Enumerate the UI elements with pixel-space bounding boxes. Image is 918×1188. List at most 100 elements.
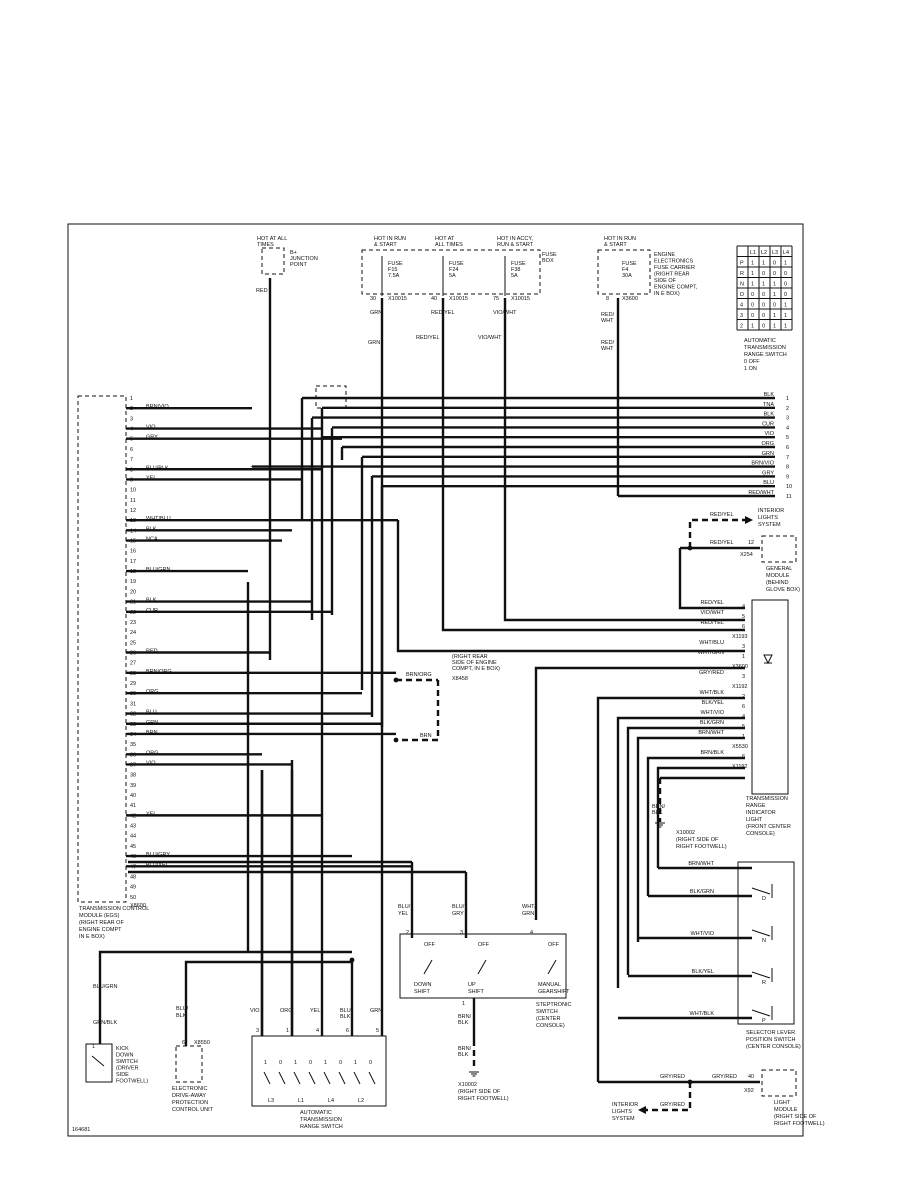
indicator-pin: 5 <box>742 614 745 620</box>
fuse-box-label: FUSE <box>542 252 557 258</box>
selector-wire-label: BLK/GRN <box>690 889 714 895</box>
steptronic-wire-label: GRY <box>452 911 464 917</box>
general-module-connector: X254 <box>740 552 753 558</box>
tcm-wire-label: YEL <box>146 811 156 817</box>
splice-dot <box>349 957 355 963</box>
tcm-pin-number: 12 <box>130 508 136 514</box>
fuse-carrier-label: ELECTRONICS <box>654 259 693 265</box>
tcm-pin-number: 49 <box>130 885 136 891</box>
kickdown-box <box>85 1043 113 1083</box>
atrs-contact <box>293 1071 301 1085</box>
indicator-connector: X5530 <box>732 744 748 750</box>
truth-table-caption: 0 OFF <box>744 359 760 365</box>
tcm-pin-number: 14 <box>130 528 136 534</box>
fuse-wire-label: VIO/WHT <box>478 335 502 341</box>
fuse-carrier-label: ENGINE COMPT, <box>654 285 698 291</box>
tcm-pin-number: 35 <box>130 742 136 748</box>
indicator-connector: X1192 <box>732 684 748 690</box>
atrs-state: 1 <box>294 1060 297 1066</box>
kickdown-wire-label: GRN/BLK <box>93 1020 117 1026</box>
general-module-label: MODULE <box>766 573 790 579</box>
right-connector-wire-label: GRY <box>762 470 774 476</box>
right-connector-wire-label: RED/WHT <box>748 490 774 496</box>
atrs-contact-label: L4 <box>328 1098 334 1104</box>
wht-blu-wire <box>396 520 745 653</box>
light-module-wire-label: GRY/RED <box>712 1074 737 1080</box>
tcm-label: ENGINE COMPT <box>79 927 122 933</box>
fuse-connector: X10015 <box>388 296 407 302</box>
atrs-contact <box>263 1071 271 1085</box>
fuse-box-label: BOX <box>542 258 554 264</box>
edp-label: DRIVE-AWAY <box>172 1093 206 1099</box>
light-module-label: LIGHT <box>774 1100 791 1106</box>
fuse-wire-label: RED/ <box>601 312 615 318</box>
steptronic-ground-wire-label: BRN/ <box>458 1046 472 1052</box>
tcm-pin-number: 7 <box>130 457 133 463</box>
steptronic-pin: 4 <box>530 930 533 936</box>
tcm-wire-label: VIO <box>146 760 156 766</box>
truth-table-cell: 3 <box>740 313 743 319</box>
indicator-pin: 5 <box>742 724 745 730</box>
selector-position: R <box>762 980 766 986</box>
interior-lights-label: SYSTEM <box>612 1116 635 1122</box>
atrs-state: 0 <box>369 1060 372 1066</box>
light-module-label: MODULE <box>774 1107 798 1113</box>
right-connector-wire-label: BLK <box>764 412 775 418</box>
truth-table-caption: RANGE SWITCH <box>744 352 787 358</box>
ground-symbol <box>469 1071 479 1077</box>
steptronic-function: UP <box>468 982 476 988</box>
atrs-state: 0 <box>279 1060 282 1066</box>
tcm-pin-number: 42 <box>130 813 136 819</box>
fuse-label: FUSE <box>622 261 637 267</box>
tcm-pin-number: 44 <box>130 834 136 840</box>
kickdown-contact <box>91 1055 105 1067</box>
indicator-label: RANGE <box>746 803 766 809</box>
tcm-pin-number: 38 <box>130 773 136 779</box>
fuse-carrier-label: ENGINE <box>654 252 675 258</box>
steptronic-bottom-pin: 1 <box>462 1001 465 1007</box>
atrs-contact-label: L3 <box>268 1098 274 1104</box>
tcm-wire-label: BRN/VIO <box>146 404 169 410</box>
selector-contact <box>751 926 773 940</box>
truth-table-caption: AUTOMATIC <box>744 338 776 344</box>
tcm-pin-number: 23 <box>130 620 136 626</box>
ground-wire-label: BRN/ <box>652 804 666 810</box>
arrow-icon <box>745 516 753 524</box>
general-module-label: GLOVE BOX) <box>766 587 800 593</box>
fuse-connector: X10015 <box>511 296 530 302</box>
indicator-label: TRANSMISSION <box>746 796 788 802</box>
tcm-pin-number: 16 <box>130 549 136 555</box>
tcm-pin-number: 8 <box>130 467 133 473</box>
steptronic-wire-label: WHT/ <box>522 904 537 910</box>
tcm-pin-number: 3 <box>130 416 133 422</box>
fuse-wire-label: WHT <box>601 318 614 324</box>
right-connector-pin: 8 <box>786 465 789 471</box>
interior-lights-label: INTERIOR <box>758 508 784 514</box>
selector-position: D <box>762 896 766 902</box>
edp-label: ELECTRONIC <box>172 1086 207 1092</box>
edp-label: CONTROL UNIT <box>172 1107 214 1113</box>
steptronic-state: OFF <box>424 942 436 948</box>
truth-table-cell: 1 <box>784 261 787 267</box>
junction-label: JUNCTION <box>290 256 318 262</box>
tcm-pin-number: 31 <box>130 701 136 707</box>
indicator-connector: X3600 <box>732 664 748 670</box>
tcm-pin-number: 45 <box>130 844 136 850</box>
truth-table-cell: 1 <box>751 324 754 330</box>
atrs-state: 1 <box>324 1060 327 1066</box>
edp-pin: 6 <box>182 1040 185 1046</box>
fuse-wire-label: RED/ <box>601 340 615 346</box>
truth-table-cell: 2 <box>740 324 743 330</box>
tcm-pin-number: 46 <box>130 854 136 860</box>
truth-table-header: L1 <box>750 250 756 256</box>
fuse-wire-label: GRN <box>370 310 382 316</box>
truth-table-cell: 1 <box>762 261 765 267</box>
selector-position: N <box>762 938 766 944</box>
atrs-label: TRANSMISSION <box>300 1117 342 1123</box>
atrs-pin: 6 <box>346 1028 349 1034</box>
tcm-label: (RIGHT REAR OF <box>79 920 124 926</box>
tcm-pin-number: 48 <box>130 874 136 880</box>
tcm-pin-number: 37 <box>130 762 136 768</box>
indicator-wire-label: WHT/VIO <box>700 710 724 716</box>
truth-table-cell: 0 <box>773 271 776 277</box>
